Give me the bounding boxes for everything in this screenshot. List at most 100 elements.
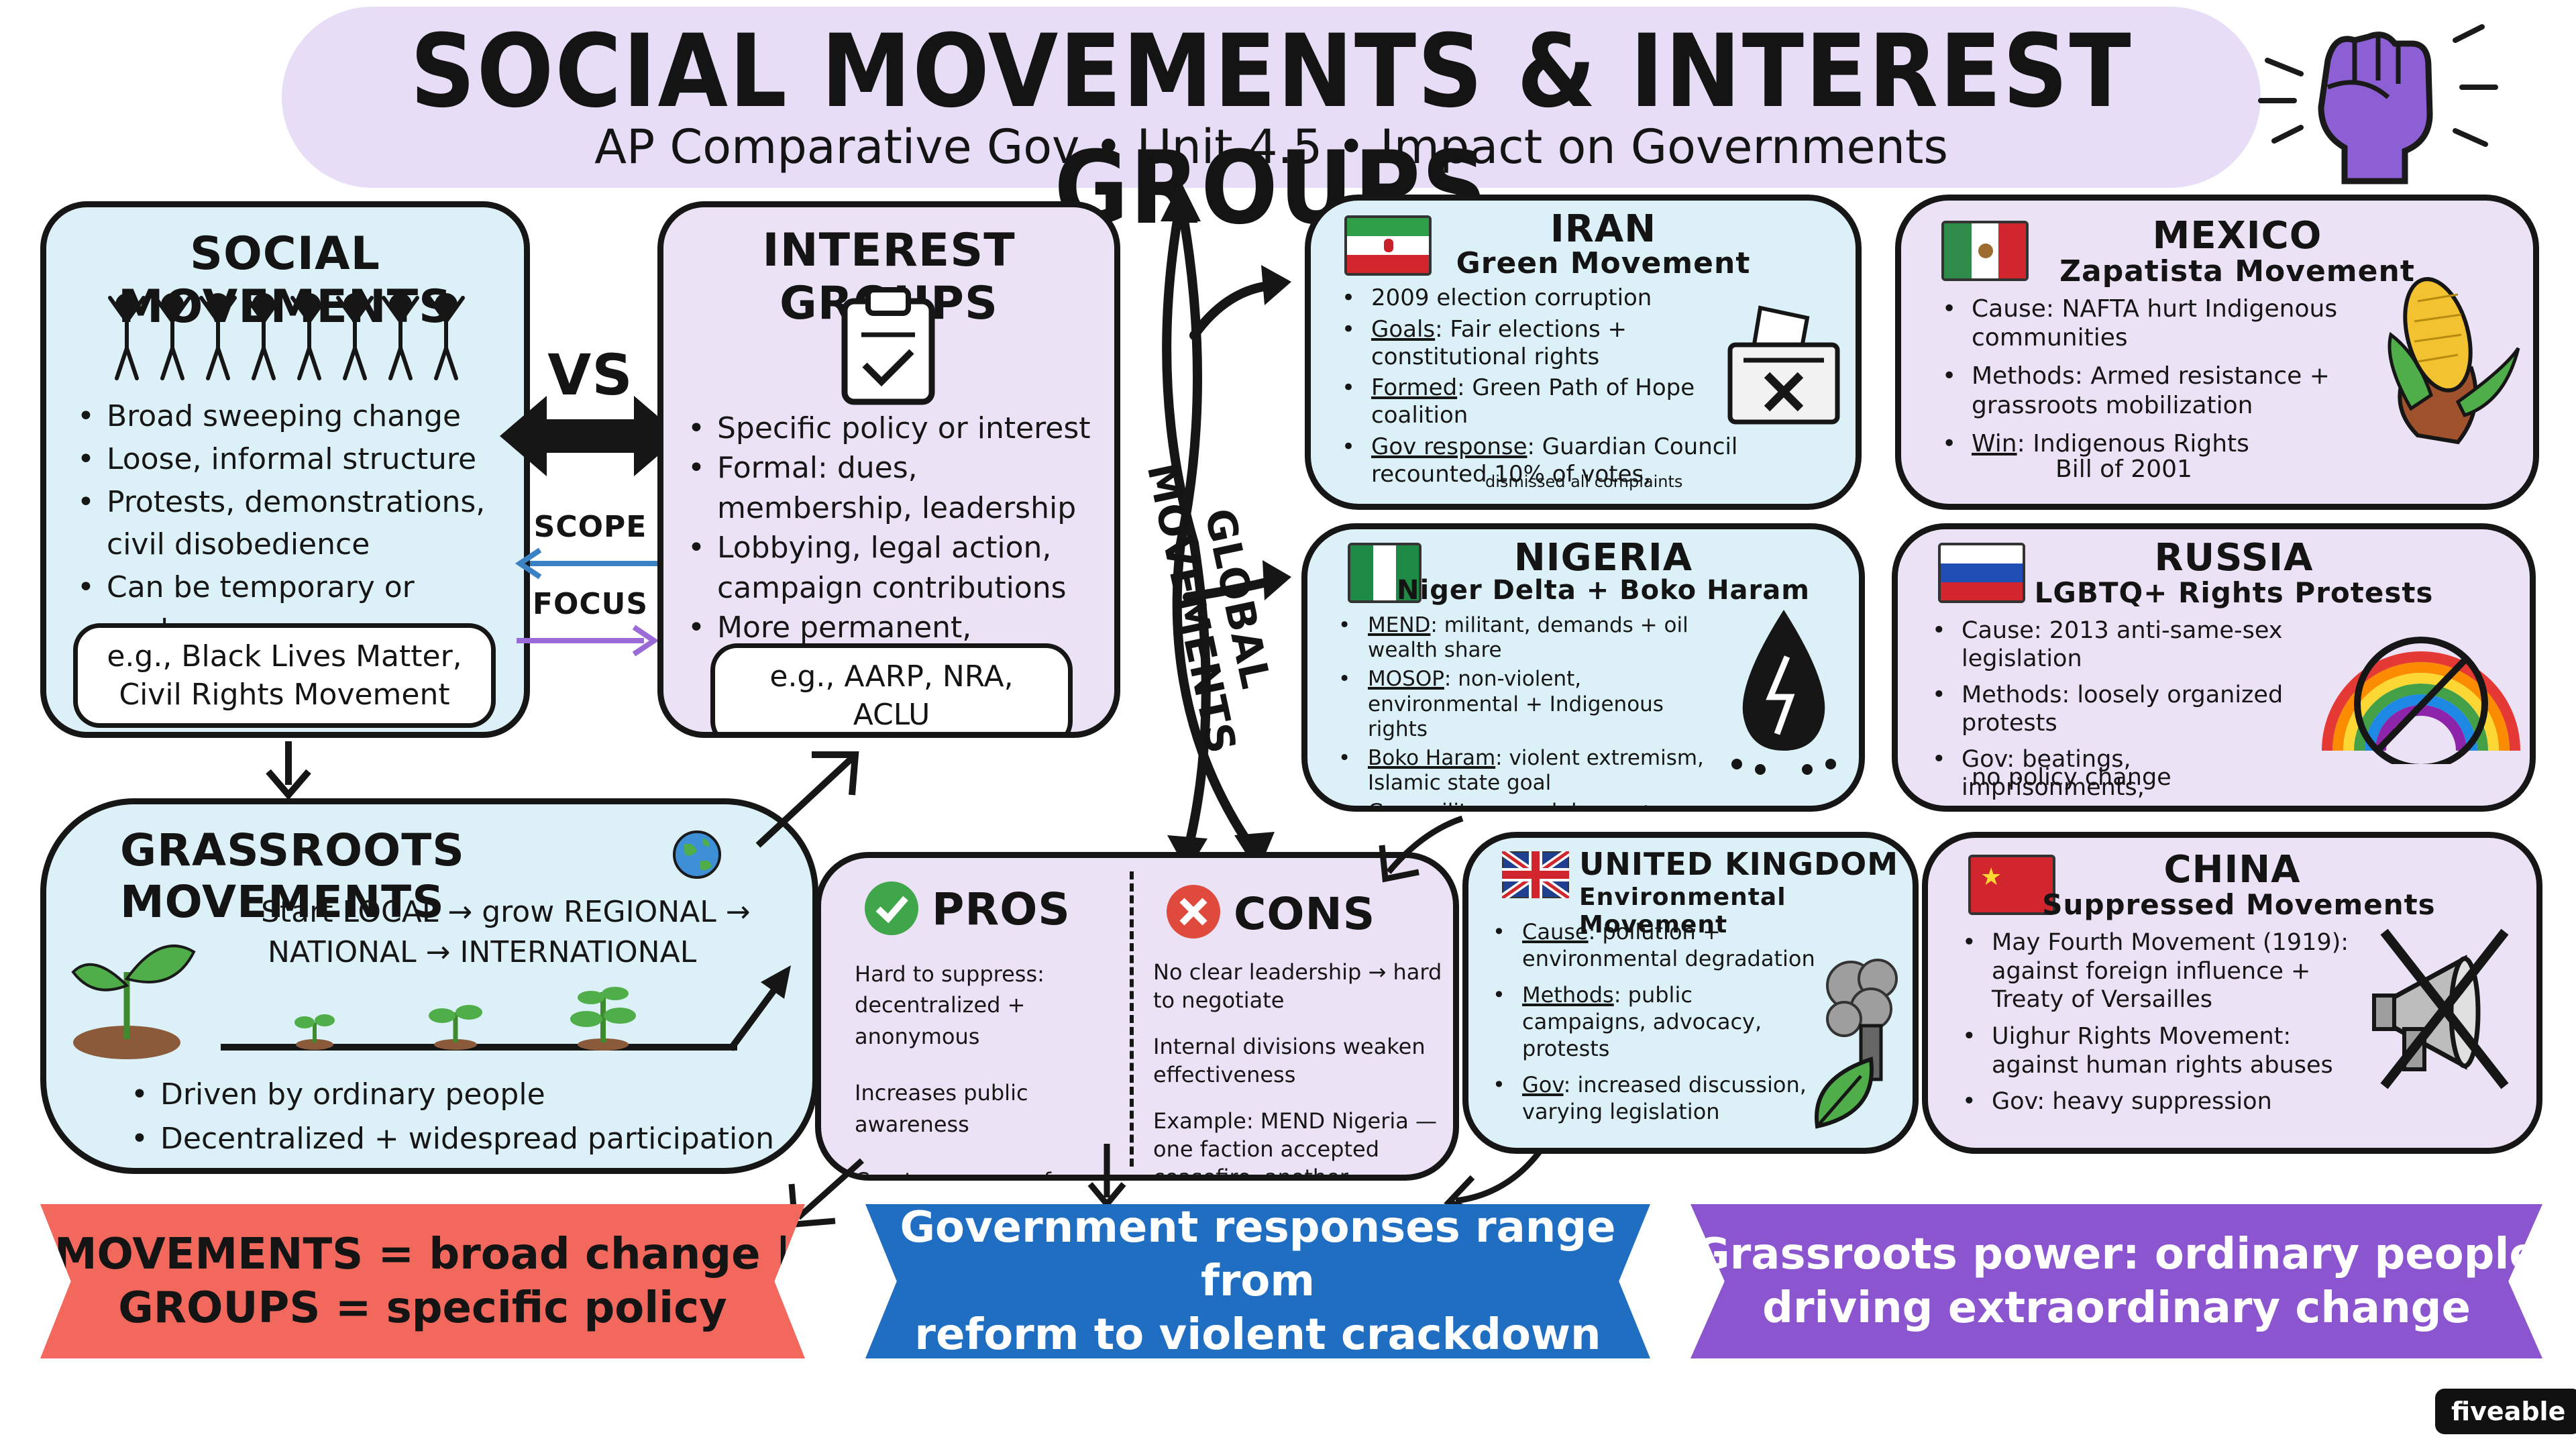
list-item: No clear leadership → hard to negotiate <box>1153 959 1442 1013</box>
list-item: 2009 election corruption <box>1338 284 1740 312</box>
interest-groups-panel: INTEREST GROUPS Specific policy or inter… <box>657 201 1120 738</box>
list-item: Uighur Rights Movement: against human ri… <box>1958 1022 2361 1079</box>
list-item: Hard to suppress: decentralized + anonym… <box>855 961 1044 1049</box>
corn-in-hand-icon <box>2387 277 2520 445</box>
list-item: Gov: increased discussion, varying legis… <box>1489 1071 1817 1125</box>
list-item: Gov: heavy suppression <box>1958 1087 2361 1116</box>
list-item: Internal divisions weaken effectiveness <box>1153 1034 1426 1087</box>
list-item: Decentralized + widespread participation <box>127 1117 798 1161</box>
seedling-growth-icon <box>71 945 791 1059</box>
nigeria-flag-icon <box>1348 543 1421 603</box>
uk-list: Cause: pollution + environmental degrada… <box>1489 918 1817 1125</box>
grassroots-title: GRASSROOTS MOVEMENTS <box>120 824 465 928</box>
list-item: Driven by ordinary people <box>127 1073 798 1117</box>
page-title: SOCIAL MOVEMENTS & INTEREST GROUPS <box>410 13 2133 247</box>
ribbon-movements-vs-groups: MOVEMENTS = broad change | GROUPS = spec… <box>40 1204 805 1358</box>
arrow-down-icon <box>1087 1144 1126 1210</box>
china-movement: Suppressed Movements <box>2042 888 2436 921</box>
crossed-rainbow-icon <box>2322 637 2520 764</box>
iran-gov-note: dismissed all complaints <box>1485 472 1683 491</box>
list-item: Formed: Green Path of Hope coalition <box>1338 374 1740 429</box>
list-item: Cause: pollution + environmental degrada… <box>1489 918 1817 972</box>
list-item: Broad sweeping change <box>73 395 509 438</box>
china-country: CHINA <box>2163 848 2301 892</box>
crowd-people-icon <box>108 293 465 380</box>
mexico-country: MEXICO <box>2152 214 2322 258</box>
focus-arrow-right-icon <box>517 625 659 657</box>
russia-flag-icon <box>1938 543 2025 603</box>
list-item: Win: Indigenous Rights <box>1938 429 2367 458</box>
list-item: MOSOP: non-violent, environmental + Indi… <box>1334 667 1710 742</box>
iran-country: IRAN <box>1550 207 1657 251</box>
list-item: Boko Haram: violent extremism, Islamic s… <box>1334 746 1710 796</box>
iran-movement: Green Movement <box>1456 246 1751 280</box>
list-item: May Fourth Movement (1919): against fore… <box>1958 928 2361 1014</box>
interest-groups-example: e.g., AARP, NRA, ACLU <box>710 643 1073 732</box>
scope-arrow-left-icon <box>515 547 657 580</box>
nigeria-list: MEND: militant, demands + oil wealth sha… <box>1334 613 1710 806</box>
iran-panel: IRAN Green Movement 2009 election corrup… <box>1305 195 1862 510</box>
list-item: Protests, demonstrations, civil disobedi… <box>73 481 509 567</box>
arrow-up-right-icon <box>755 751 859 848</box>
russia-country: RUSSIA <box>2154 536 2314 580</box>
uk-panel: UNITED KINGDOM Environmental Movement Ca… <box>1462 832 1919 1154</box>
list-item: Cause: 2013 anti-same-sex legislation <box>1928 616 2317 673</box>
interest-groups-list: Specific policy or interest Formal: dues… <box>684 409 1113 688</box>
arrow-down-icon <box>266 741 311 800</box>
iran-flag-icon <box>1344 215 1432 276</box>
ballot-box-icon <box>1727 305 1840 425</box>
list-item: Methods: public campaigns, advocacy, pro… <box>1489 981 1817 1062</box>
grassroots-growth-line2: NATIONAL → INTERNATIONAL <box>268 935 697 969</box>
list-item: Gov response: Guardian Council recounted… <box>1338 433 1740 488</box>
page-subtitle: AP Comparative Gov • Unit 4.5 • Impact o… <box>594 119 1948 174</box>
nigeria-panel: NIGERIA Niger Delta + Boko Haram MEND: m… <box>1301 523 1865 812</box>
list-item: Formal: dues, membership, leadership <box>684 448 1113 528</box>
mexico-movement: Zapatista Movement <box>2059 254 2415 288</box>
list-item: Specific policy or interest <box>684 409 1113 449</box>
vs-label: VS <box>547 342 633 408</box>
arrow-down-left-icon <box>1379 815 1464 883</box>
nigeria-country: NIGERIA <box>1513 536 1693 580</box>
smokestack-leaf-icon <box>1815 959 1898 1129</box>
x-circle-icon <box>1167 885 1220 938</box>
grassroots-growth-line1: Start LOCAL → grow REGIONAL → <box>261 895 751 929</box>
list-item: Methods: Armed resistance + grassroots m… <box>1938 362 2367 419</box>
social-movements-panel: SOCIAL MOVEMENTS Broad sweeping change L… <box>40 201 530 738</box>
list-item: Example: MEND Nigeria — one faction acce… <box>1153 1108 1438 1181</box>
nigeria-movement: Niger Delta + Boko Haram <box>1397 575 1810 606</box>
russia-list: Cause: 2013 anti-same-sex legislation Me… <box>1928 616 2317 802</box>
cons-title: CONS <box>1234 888 1376 940</box>
list-item: Increases public awareness <box>855 1080 1028 1137</box>
clipboard-check-icon <box>841 287 935 405</box>
list-item: Creates pressure for change <box>855 1167 1073 1181</box>
ribbon-government-responses: Government responses range from reform t… <box>865 1204 1650 1358</box>
social-movements-example: e.g., Black Lives Matter, Civil Rights M… <box>73 623 496 729</box>
versus-double-arrow <box>500 396 681 476</box>
mexico-panel: MEXICO Zapatista Movement Cause: NAFTA h… <box>1895 195 2539 510</box>
list-item: Cause: NAFTA hurt Indigenous communities <box>1938 294 2367 352</box>
crossed-megaphone-icon <box>2372 928 2509 1089</box>
russia-movement: LGBTQ+ Rights Protests <box>2034 576 2434 609</box>
uk-country: UNITED KINGDOM <box>1579 846 1899 882</box>
list-item: Goals: Fair elections + constitutional r… <box>1338 316 1740 371</box>
pros-cons-divider <box>1130 871 1134 1167</box>
global-movements-arrows <box>1161 181 1291 872</box>
list-item: MEND: militant, demands + oil wealth sha… <box>1334 613 1710 663</box>
grassroots-list: Driven by ordinary people Decentralized … <box>127 1073 798 1161</box>
pros-list: Hard to suppress: decentralized + anonym… <box>855 959 1123 1181</box>
list-item: Loose, informal structure <box>73 438 509 481</box>
mexico-list: Cause: NAFTA hurt Indigenous communities… <box>1938 294 2367 458</box>
check-circle-icon <box>865 881 918 935</box>
focus-label: FOCUS <box>532 587 649 621</box>
mexico-flag-icon <box>1941 221 2029 281</box>
pros-cons-panel: PROS Hard to suppress: decentralized + a… <box>815 852 1459 1181</box>
uk-flag-icon <box>1502 851 1569 898</box>
social-movements-list: Broad sweeping change Loose, informal st… <box>73 395 509 652</box>
china-panel: ★ CHINA Suppressed Movements May Fourth … <box>1922 832 2542 1154</box>
china-flag-icon: ★ <box>1968 855 2055 915</box>
oil-drop-icon <box>1731 610 1836 775</box>
iran-list: 2009 election corruption Goals: Fair ele… <box>1338 284 1740 488</box>
cons-list: No clear leadership → hard to negotiate … <box>1153 959 1448 1181</box>
raised-fist-icon <box>2258 24 2498 184</box>
grassroots-panel: GRASSROOTS MOVEMENTS Start LOCAL → grow … <box>40 798 818 1174</box>
